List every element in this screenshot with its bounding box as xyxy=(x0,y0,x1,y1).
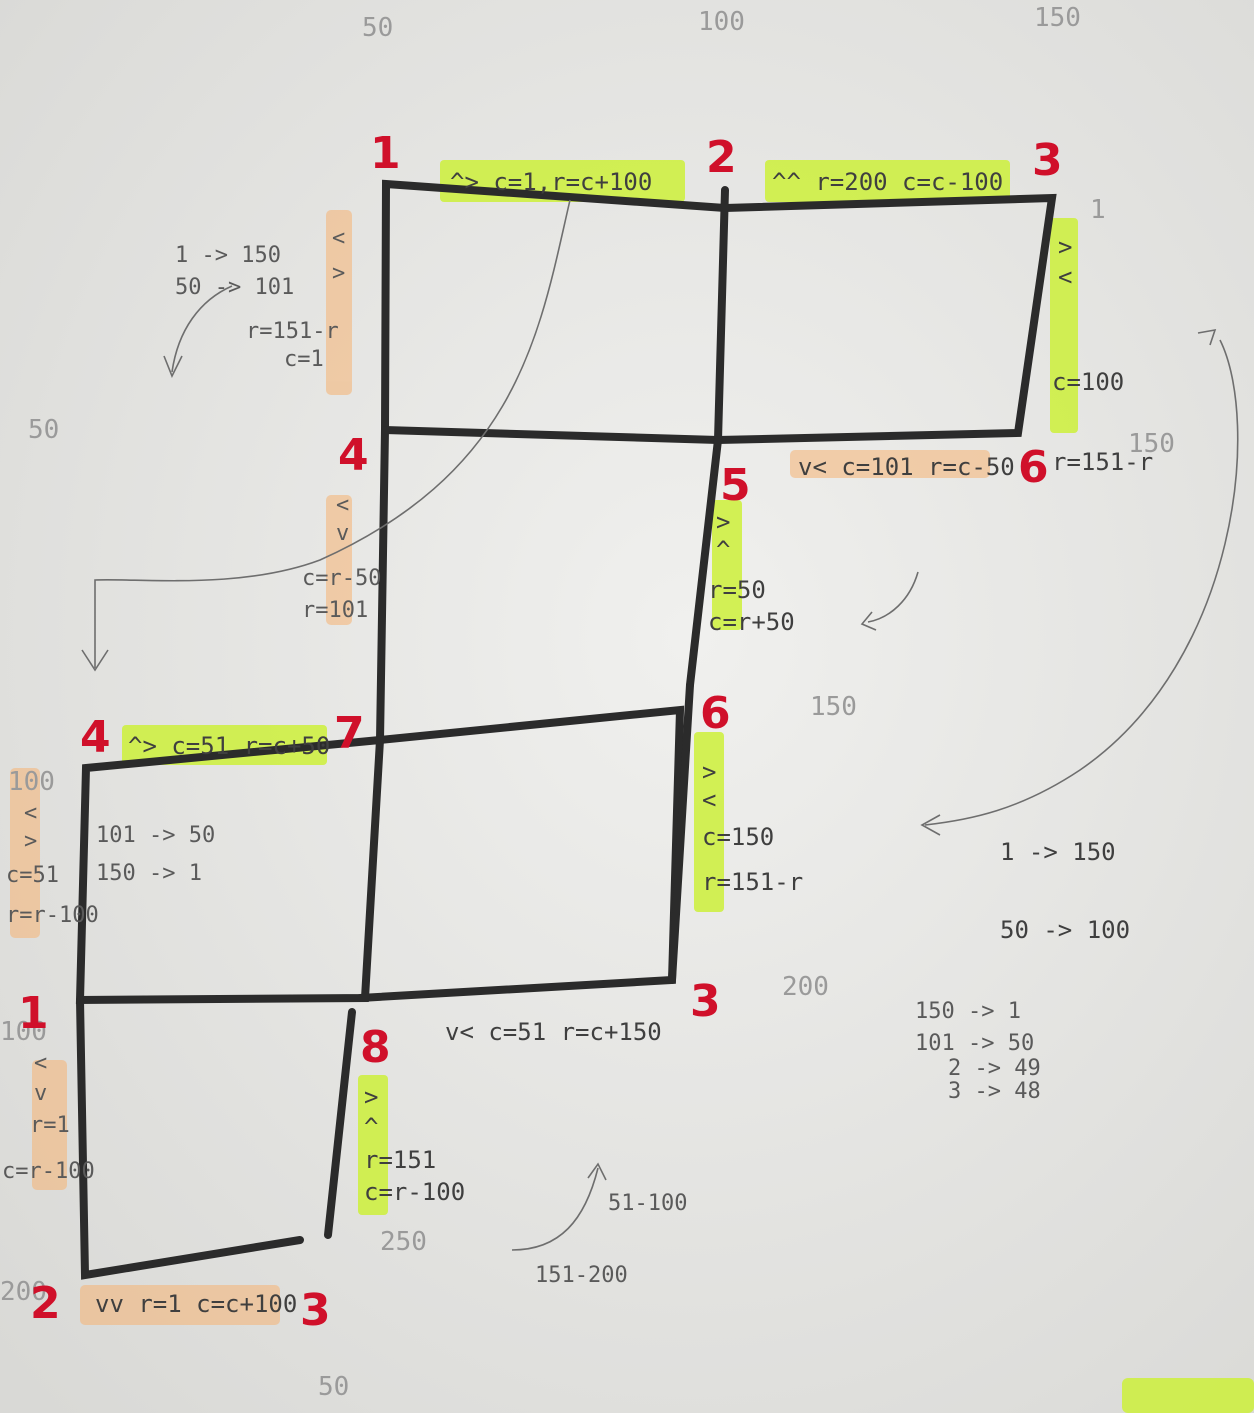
rule-right-3-6-a: > xyxy=(1058,233,1072,261)
margin-notes: 1 -> 150 50 -> 101 101 -> 50 150 -> 1 1 … xyxy=(96,243,1130,1288)
pencil-note-150: 150 xyxy=(810,692,857,722)
rule-right-6-3-c: c=150 xyxy=(702,823,774,851)
yellow-highlights xyxy=(122,160,1254,1413)
rule-bottom-2-3: vv r=1 c=c+100 xyxy=(95,1290,297,1318)
arrow-head-top-left xyxy=(163,355,183,378)
rule-top-2-3: ^^ r=200 c=c-100 xyxy=(772,168,1003,196)
rule-left-1-2-c: r=1 xyxy=(30,1113,70,1138)
rule-left-1-4-d: c=1 xyxy=(284,347,324,372)
arrow-head-right-top xyxy=(1197,328,1217,346)
rule-right-8-3-d: c=r-100 xyxy=(364,1178,465,1206)
corner-label-1b: 1 xyxy=(18,988,49,1039)
rule-bottom-8-3: v< c=51 r=c+150 xyxy=(445,1018,662,1046)
corner-label-6: 6 xyxy=(1018,442,1049,493)
rule-right-6-3-a: > xyxy=(702,758,716,786)
rule-left-4-1-b: > xyxy=(24,829,37,854)
arrow-long-curve xyxy=(94,199,571,668)
rule-left-4-7-c: c=r-50 xyxy=(302,566,381,591)
rule-left-4-1-a: < xyxy=(24,801,37,826)
rule-right-8-3-b: ^ xyxy=(364,1113,378,1141)
rule-right-5-6-b: ^ xyxy=(716,536,730,564)
rule-left-1-4-a: < xyxy=(332,226,345,251)
rule-bottom-5-6: v< c=101 r=c-50 xyxy=(798,453,1015,481)
corner-label-3: 3 xyxy=(1032,135,1063,186)
arrow-head-down xyxy=(81,649,109,672)
corner-label-7: 7 xyxy=(334,708,365,759)
pencil-note-100: 100 xyxy=(8,767,55,797)
note-left-mid-1: 101 -> 50 xyxy=(96,823,215,848)
arrow-head-bottom xyxy=(587,1162,607,1181)
note-right-mid-2: 50 -> 100 xyxy=(1000,916,1130,944)
arrow-top-left xyxy=(171,285,233,373)
corner-label-3b: 3 xyxy=(300,1285,331,1336)
corner-label-5: 5 xyxy=(720,460,751,511)
rule-left-4-1-c: c=51 xyxy=(6,863,59,888)
pencil-note-150-right: 150 xyxy=(1128,429,1175,459)
rule-top-1-2: ^> c=1,r=c+100 xyxy=(450,168,652,196)
corner-label-6b: 6 xyxy=(700,688,731,739)
corner-label-4: 4 xyxy=(338,430,369,481)
rule-right-3-6-d: r=151-r xyxy=(1052,448,1153,476)
note-top-left-2: 50 -> 101 xyxy=(175,275,294,300)
pencil-note-250: 250 xyxy=(380,1227,427,1257)
note-right-low-1: 150 -> 1 xyxy=(915,999,1021,1024)
rule-right-5-6-d: c=r+50 xyxy=(708,608,795,636)
rule-left-1-4-c: r=151-r xyxy=(246,319,339,344)
rule-left-4-7-b: v xyxy=(336,521,349,546)
corner-label-1: 1 xyxy=(370,128,401,179)
arrow-bottom xyxy=(511,1167,599,1251)
rule-left-1-2-d: c=r-100 xyxy=(2,1159,95,1184)
rule-right-8-3-a: > xyxy=(364,1083,378,1111)
rule-left-1-4-b: > xyxy=(332,261,345,286)
note-top-left-1: 1 -> 150 xyxy=(175,243,281,268)
rule-right-5-6-a: > xyxy=(716,508,730,536)
rule-left-4-7-a: < xyxy=(336,493,349,518)
rule-right-6-3-d: r=151-r xyxy=(702,868,803,896)
note-left-mid-2: 150 -> 1 xyxy=(96,861,202,886)
orange-highlights xyxy=(10,210,990,1325)
pencil-note-50: 50 xyxy=(28,415,59,445)
scale-top-100: 100 xyxy=(698,7,745,37)
note-right-low-2: 101 -> 50 xyxy=(915,1031,1034,1056)
arrow-right-curve xyxy=(924,339,1239,826)
arrow-head-small-mid xyxy=(860,611,877,631)
corner-labels: 1 2 3 4 5 6 6 7 4 1 2 3 3 8 xyxy=(18,128,1063,1336)
note-range-1: 51-100 xyxy=(608,1191,687,1216)
pencil-note-100-left: 100 xyxy=(0,1017,47,1047)
rule-right-5-6-c: r=50 xyxy=(708,576,766,604)
note-right-mid-1: 1 -> 150 xyxy=(1000,838,1116,866)
pencil-note-1: 1 xyxy=(1090,195,1106,225)
rule-left-4-7-d: r=101 xyxy=(302,598,368,623)
rule-left-4-1-d: r=r-100 xyxy=(6,903,99,928)
note-right-low-3: 2 -> 49 xyxy=(948,1056,1041,1081)
rule-left-1-2-a: < xyxy=(34,1051,47,1076)
rule-right-3-6-b: < xyxy=(1058,263,1072,291)
scale-top-50: 50 xyxy=(362,13,393,43)
corner-label-2: 2 xyxy=(706,132,737,183)
scale-bottom-50: 50 xyxy=(318,1372,349,1402)
arrow-head-right xyxy=(920,814,941,836)
rule-right-3-6-c: c=100 xyxy=(1052,368,1124,396)
pencil-note-200: 200 xyxy=(782,972,829,1002)
corner-label-2b: 2 xyxy=(30,1278,61,1329)
rule-right-6-3-b: < xyxy=(702,786,716,814)
rule-left-1-2-b: v xyxy=(34,1081,47,1106)
pencil-arrows xyxy=(81,199,1239,1251)
corner-label-3c: 3 xyxy=(690,976,721,1027)
rule-right-8-3-c: r=151 xyxy=(364,1146,436,1174)
note-right-low-4: 3 -> 48 xyxy=(948,1079,1041,1104)
edge-rules: ^> c=1,r=c+100 ^^ r=200 c=c-100 v< c=101… xyxy=(2,168,1153,1318)
note-range-2: 151-200 xyxy=(535,1263,628,1288)
scale-top-150: 150 xyxy=(1034,3,1081,33)
corner-label-8: 8 xyxy=(360,1022,391,1073)
rule-top-4-7: ^> c=51 r=c+50 xyxy=(128,732,330,760)
cube-net xyxy=(75,179,1057,1280)
corner-label-4b: 4 xyxy=(80,712,111,763)
arrow-small-mid xyxy=(867,571,919,623)
pencil-note-200-left: 200 xyxy=(0,1277,47,1307)
